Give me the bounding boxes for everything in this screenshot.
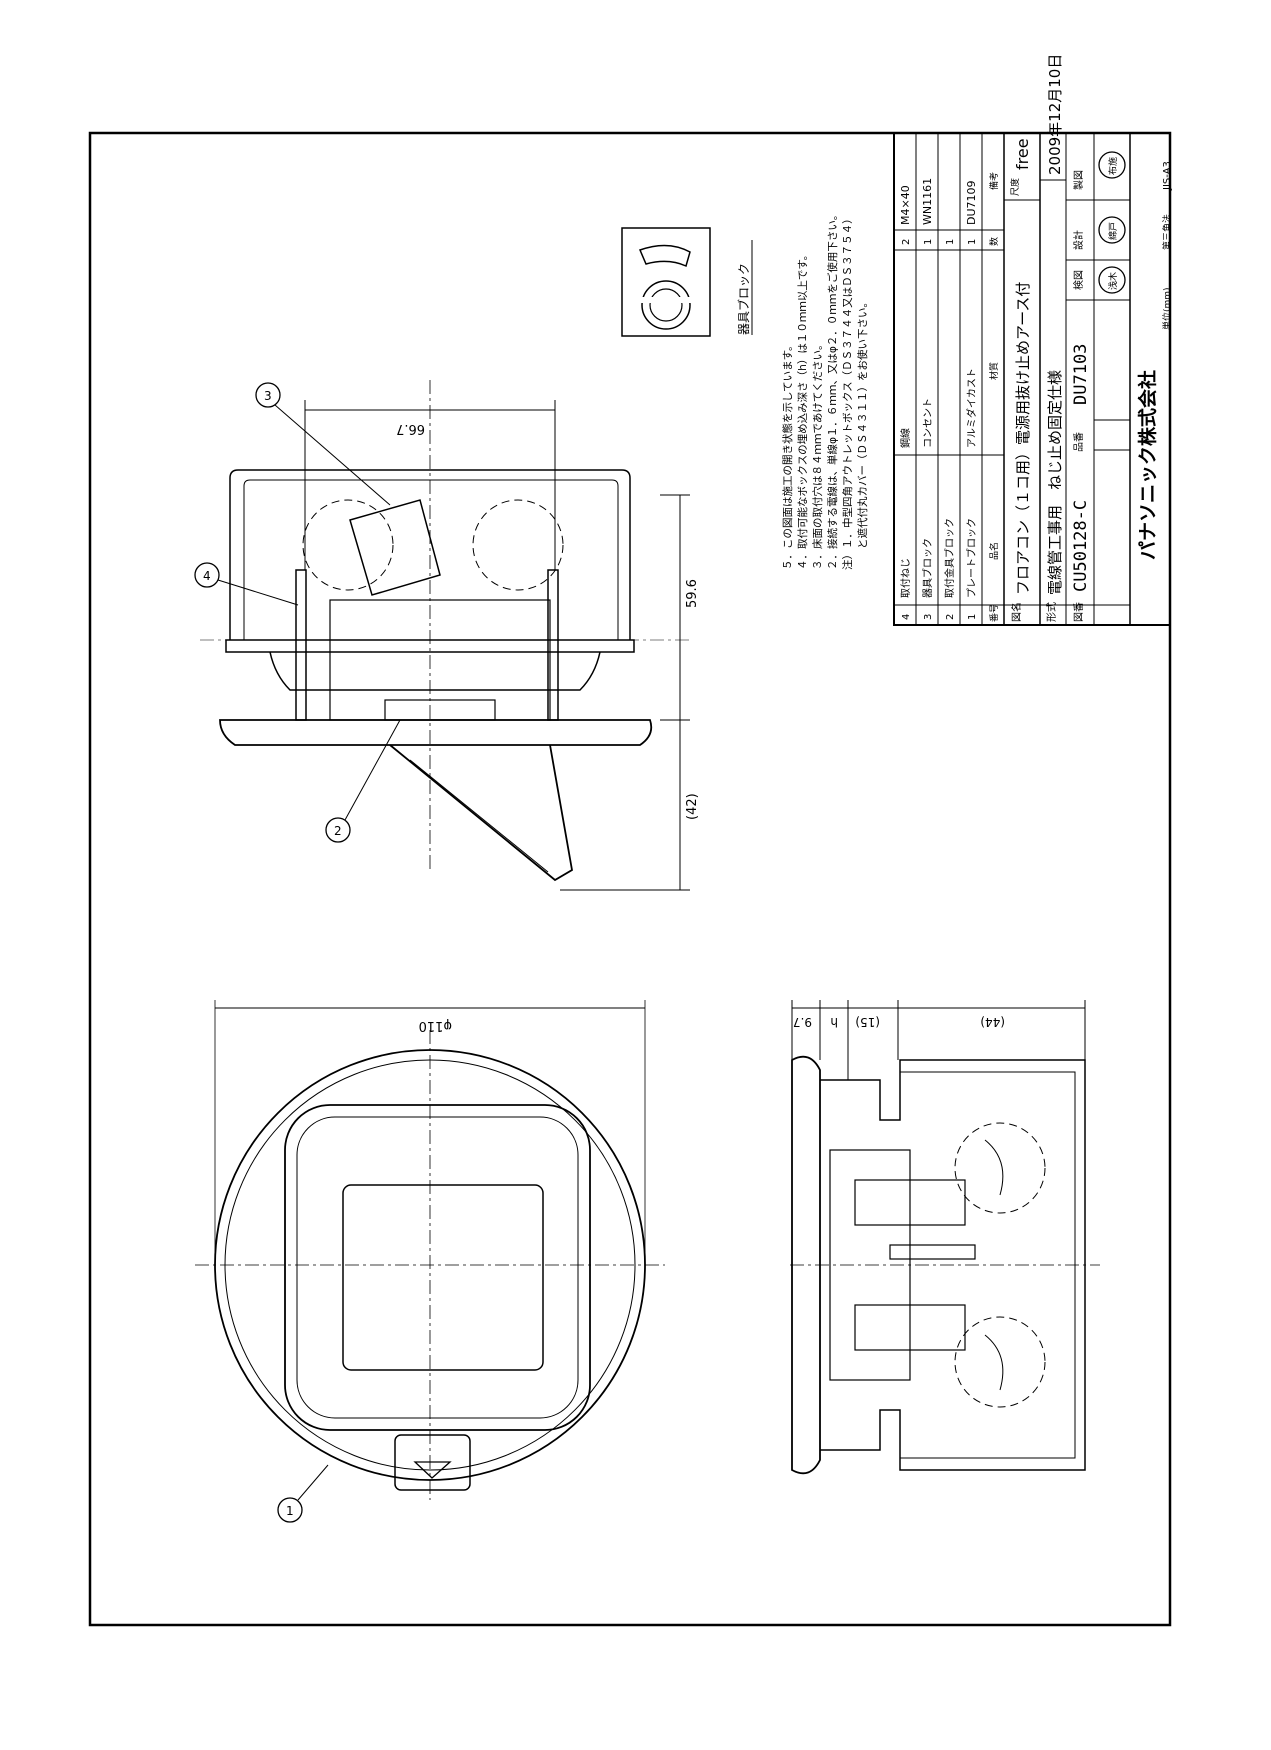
part-no: 4: [901, 614, 912, 620]
dimensions-front: [791, 1000, 1086, 1080]
stamp-drafting: 布施: [1098, 151, 1126, 179]
dim-59-6: 59.6: [685, 579, 700, 608]
drawing-date: 2009年12月10日: [1046, 54, 1064, 175]
part-material: コンセント: [922, 398, 934, 448]
dim-15: (15): [855, 1015, 880, 1029]
drawing-no-label: 図番: [1073, 602, 1085, 622]
part-number: CU50128-C: [1071, 500, 1091, 592]
dim-phi-110: φ110: [419, 1018, 452, 1033]
svg-text:布施: 布施: [1107, 157, 1119, 175]
parts-row: 3 器具ブロック コンセント 1 WN1161: [921, 178, 934, 620]
note-1-cont: と遮代付丸カバー（ＤＳ４３１１）をお使い下さい。: [856, 297, 869, 570]
model-line: 電線管工事用 ねじ止め固定仕様: [1046, 370, 1064, 595]
part-name: 取付金具ブロック: [943, 518, 956, 598]
section-view: [200, 380, 690, 882]
balloon-1: 1: [277, 1464, 329, 1523]
dim-42: (42): [685, 793, 700, 820]
unit-note: 単位(mm): [1161, 287, 1173, 330]
svg-text:浅木: 浅木: [1107, 272, 1119, 290]
part-name: プレートブロック: [965, 518, 978, 598]
projection-note: 第三角法: [1161, 214, 1173, 250]
note-2: ２．接続する電線は、単線φ１．６ｍｍ、又はφ２．０ｍｍをご使用下さい。: [826, 210, 839, 570]
part-qty: 1: [923, 239, 934, 245]
part-no: 3: [923, 614, 934, 620]
part-no: 1: [967, 614, 978, 620]
scale-label: 尺度: [1009, 178, 1021, 196]
part-no-label: 品番: [1073, 432, 1085, 452]
drafting-label: 製図: [1072, 170, 1085, 190]
drawing-frame: [88, 131, 1172, 1627]
detail-instrument-block: 器具ブロック: [621, 227, 753, 337]
dim-44: (44): [980, 1015, 1005, 1029]
note-1: 注）１．中型四角アウトレットボックス（ＤＳ３７４４又はＤＳ３７５４）: [841, 213, 854, 570]
check-label: 検図: [1072, 270, 1085, 290]
detail-label: 器具ブロック: [736, 263, 751, 335]
balloon-4: 4: [194, 562, 299, 606]
part-name: 取付ねじ: [899, 558, 912, 598]
model-label: 形式: [1045, 602, 1058, 622]
stamp-check: 浅木: [1098, 266, 1126, 294]
header-remarks: 備考: [988, 172, 1000, 190]
dim-9-7: 9.7: [793, 1015, 812, 1029]
notes-block: ５．この図面は施工の開き状態を示しています。 ４．取付可能なボックスの埋め込み深…: [781, 210, 869, 570]
svg-text:2: 2: [334, 824, 342, 838]
header-qty: 数: [988, 237, 1000, 246]
header-material: 材質: [988, 362, 1000, 380]
svg-text:3: 3: [264, 389, 272, 403]
figure-name-label: 図名: [1010, 602, 1023, 622]
sheet-size: JIS-A3: [1162, 161, 1173, 191]
note-4: ４．取付可能なボックスの埋め込み深さ（h）は１０ｍｍ以上です。: [796, 250, 809, 570]
parts-header: 番号 品名 材質 数 備考: [988, 172, 1000, 622]
dim-h: h: [830, 1015, 838, 1029]
header-name: 品名: [988, 542, 1000, 560]
title-block: [893, 132, 1171, 626]
note-3: ３．床面の取付穴は８４ｍｍであけてください。: [811, 339, 824, 570]
design-label: 設計: [1072, 230, 1085, 250]
svg-text:綿戸: 綿戸: [1107, 222, 1119, 240]
drawing-number: DU7103: [1071, 344, 1091, 405]
parts-row: 1 プレートブロック アルミダイカスト 1 DU7109: [965, 180, 978, 620]
parts-table: 4 取付ねじ 鋼線 2 M4×40 3 器具ブロック コンセント 1 WN116…: [899, 172, 1000, 622]
header-no: 番号: [988, 604, 1000, 622]
part-material: 鋼線: [899, 428, 912, 448]
balloon-2: 2: [325, 719, 401, 843]
part-qty: 1: [967, 239, 978, 245]
stamp-design: 綿戸: [1098, 216, 1126, 244]
part-remarks: DU7109: [965, 180, 978, 225]
part-no: 2: [945, 614, 956, 620]
svg-text:4: 4: [203, 569, 211, 583]
note-5: ５．この図面は施工の開き状態を示しています。: [781, 340, 794, 570]
front-section-view: [790, 1055, 1100, 1475]
dim-66-7: 66.7: [396, 421, 425, 436]
parts-row: 4 取付ねじ 鋼線 2 M4×40: [899, 185, 912, 620]
parts-row: 2 取付金具ブロック 1: [943, 239, 956, 620]
plan-view: [195, 1000, 665, 1500]
title-fields: 図名 フロアコン（１コ用）電源用抜け止めアース付 尺度 free 形式 電線管工…: [1009, 54, 1173, 622]
part-material: アルミダイカスト: [965, 368, 978, 448]
balloon-3: 3: [255, 382, 391, 506]
drawing-title: フロアコン（１コ用）電源用抜け止めアース付: [1014, 282, 1032, 595]
company-name: パナソニック株式会社: [1136, 370, 1159, 560]
dimensions-section: [304, 400, 690, 891]
svg-text:1: 1: [286, 1504, 294, 1518]
part-qty: 1: [945, 239, 956, 245]
part-remarks: M4×40: [899, 185, 912, 225]
scale-value: free: [1013, 138, 1032, 170]
part-qty: 2: [901, 239, 912, 245]
part-remarks: WN1161: [921, 178, 934, 225]
part-name: 器具ブロック: [921, 538, 934, 598]
